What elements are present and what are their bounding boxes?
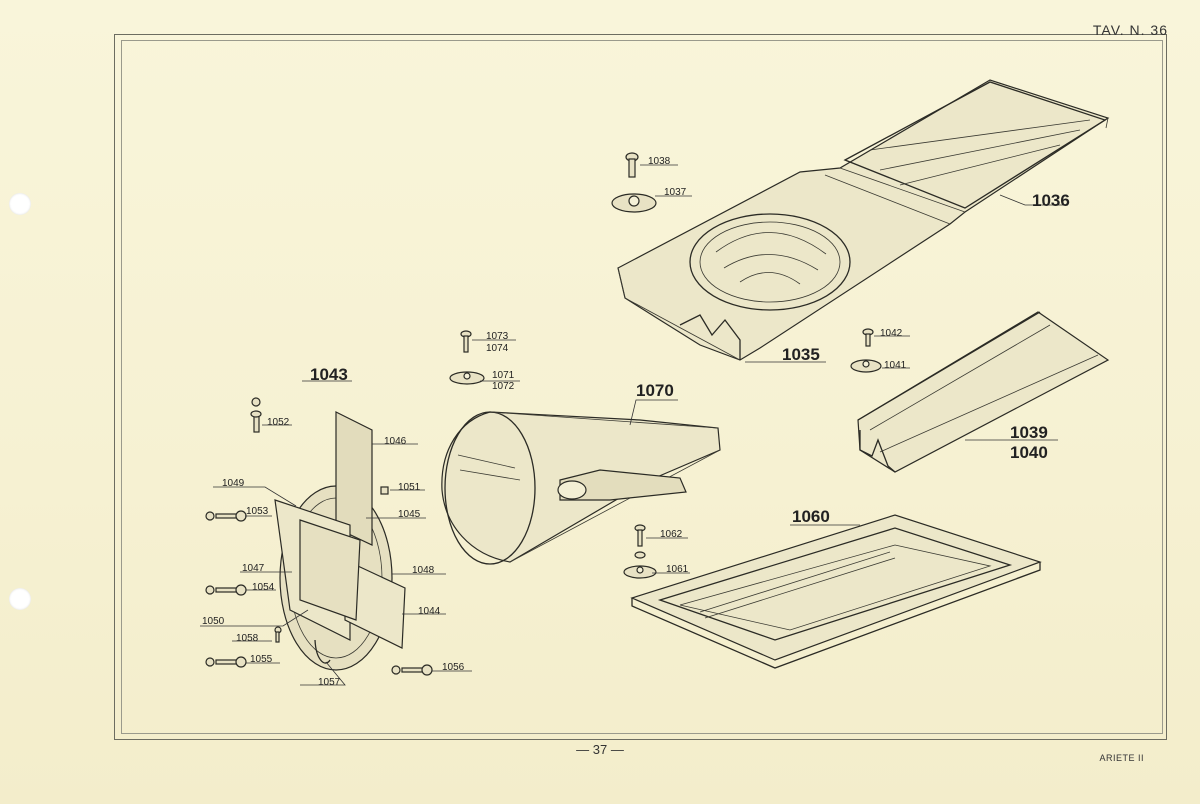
part-label-1036: 1036 [1032, 191, 1070, 210]
seat-assembly-illustration [274, 411, 406, 671]
part-label-1053: 1053 [246, 506, 269, 517]
part-label-1056: 1056 [442, 662, 465, 673]
part-label-1047: 1047 [242, 563, 265, 574]
bolt-1054-illustration [205, 584, 247, 596]
part-label-1058: 1058 [236, 633, 259, 644]
bolt-1042-illustration [862, 328, 874, 347]
cone-1070-illustration [441, 411, 721, 565]
vehicle-model: ARIETE II [1099, 753, 1144, 763]
part-label-1062: 1062 [660, 529, 683, 540]
page-number: — 37 — [576, 742, 624, 757]
part-label-1046: 1046 [384, 436, 407, 447]
bolt-1052-illustration [250, 397, 262, 433]
part-label-1039: 1039 [1010, 423, 1048, 442]
punch-hole-top [9, 193, 31, 215]
plate-number: TAV. N. 36 [1092, 22, 1168, 38]
part-label-1074: 1074 [486, 343, 509, 354]
part-label-1041: 1041 [884, 360, 907, 371]
nut-plate-1041-illustration [850, 359, 882, 373]
part-label-1040: 1040 [1010, 443, 1048, 462]
bolt-1073-illustration [460, 330, 472, 353]
washer-1051-illustration [380, 486, 389, 495]
nut-plate-1037-illustration [611, 193, 657, 213]
part-label-1048: 1048 [412, 565, 435, 576]
part-label-1051: 1051 [398, 482, 421, 493]
part-label-1071: 1071 [492, 370, 515, 381]
part-label-1055: 1055 [250, 654, 273, 665]
part-label-1049: 1049 [222, 478, 245, 489]
channel-rail-illustration [857, 311, 1110, 473]
nut-plate-1061-illustration [623, 565, 657, 579]
bolt-1056-illustration [391, 664, 433, 676]
part-label-1043: 1043 [310, 365, 348, 384]
part-label-1073: 1073 [486, 331, 509, 342]
part-label-1072: 1072 [492, 381, 515, 392]
part-label-1044: 1044 [418, 606, 441, 617]
part-label-1052: 1052 [267, 417, 290, 428]
punch-hole-bottom [9, 588, 31, 610]
part-label-1037: 1037 [664, 187, 687, 198]
nut-plate-1071-illustration [449, 371, 485, 385]
part-label-1038: 1038 [648, 156, 671, 167]
part-labels: 1036 1038 1037 1035 1042 1041 1039 1040 … [202, 156, 1070, 688]
part-label-1054: 1054 [252, 582, 275, 593]
part-label-1035: 1035 [782, 345, 820, 364]
part-label-1061: 1061 [666, 564, 689, 575]
bolt-1038-illustration [625, 152, 639, 178]
bolt-1062-illustration [634, 524, 646, 559]
leader-lines [200, 164, 1068, 686]
part-label-1060: 1060 [792, 507, 830, 526]
pin-1058-illustration [274, 626, 282, 643]
part-label-1042: 1042 [880, 328, 903, 339]
drawing-frame [114, 34, 1167, 740]
bolt-1053-illustration [205, 510, 247, 522]
tray-1060-illustration [630, 514, 1042, 669]
bolt-1055-illustration [205, 656, 247, 668]
part-label-1045: 1045 [398, 509, 421, 520]
part-label-1070: 1070 [636, 381, 674, 400]
part-label-1057: 1057 [318, 677, 341, 688]
drawing-frame-inner [121, 40, 1163, 734]
floor-panel-illustration [617, 79, 1110, 361]
part-label-1050: 1050 [202, 616, 225, 627]
